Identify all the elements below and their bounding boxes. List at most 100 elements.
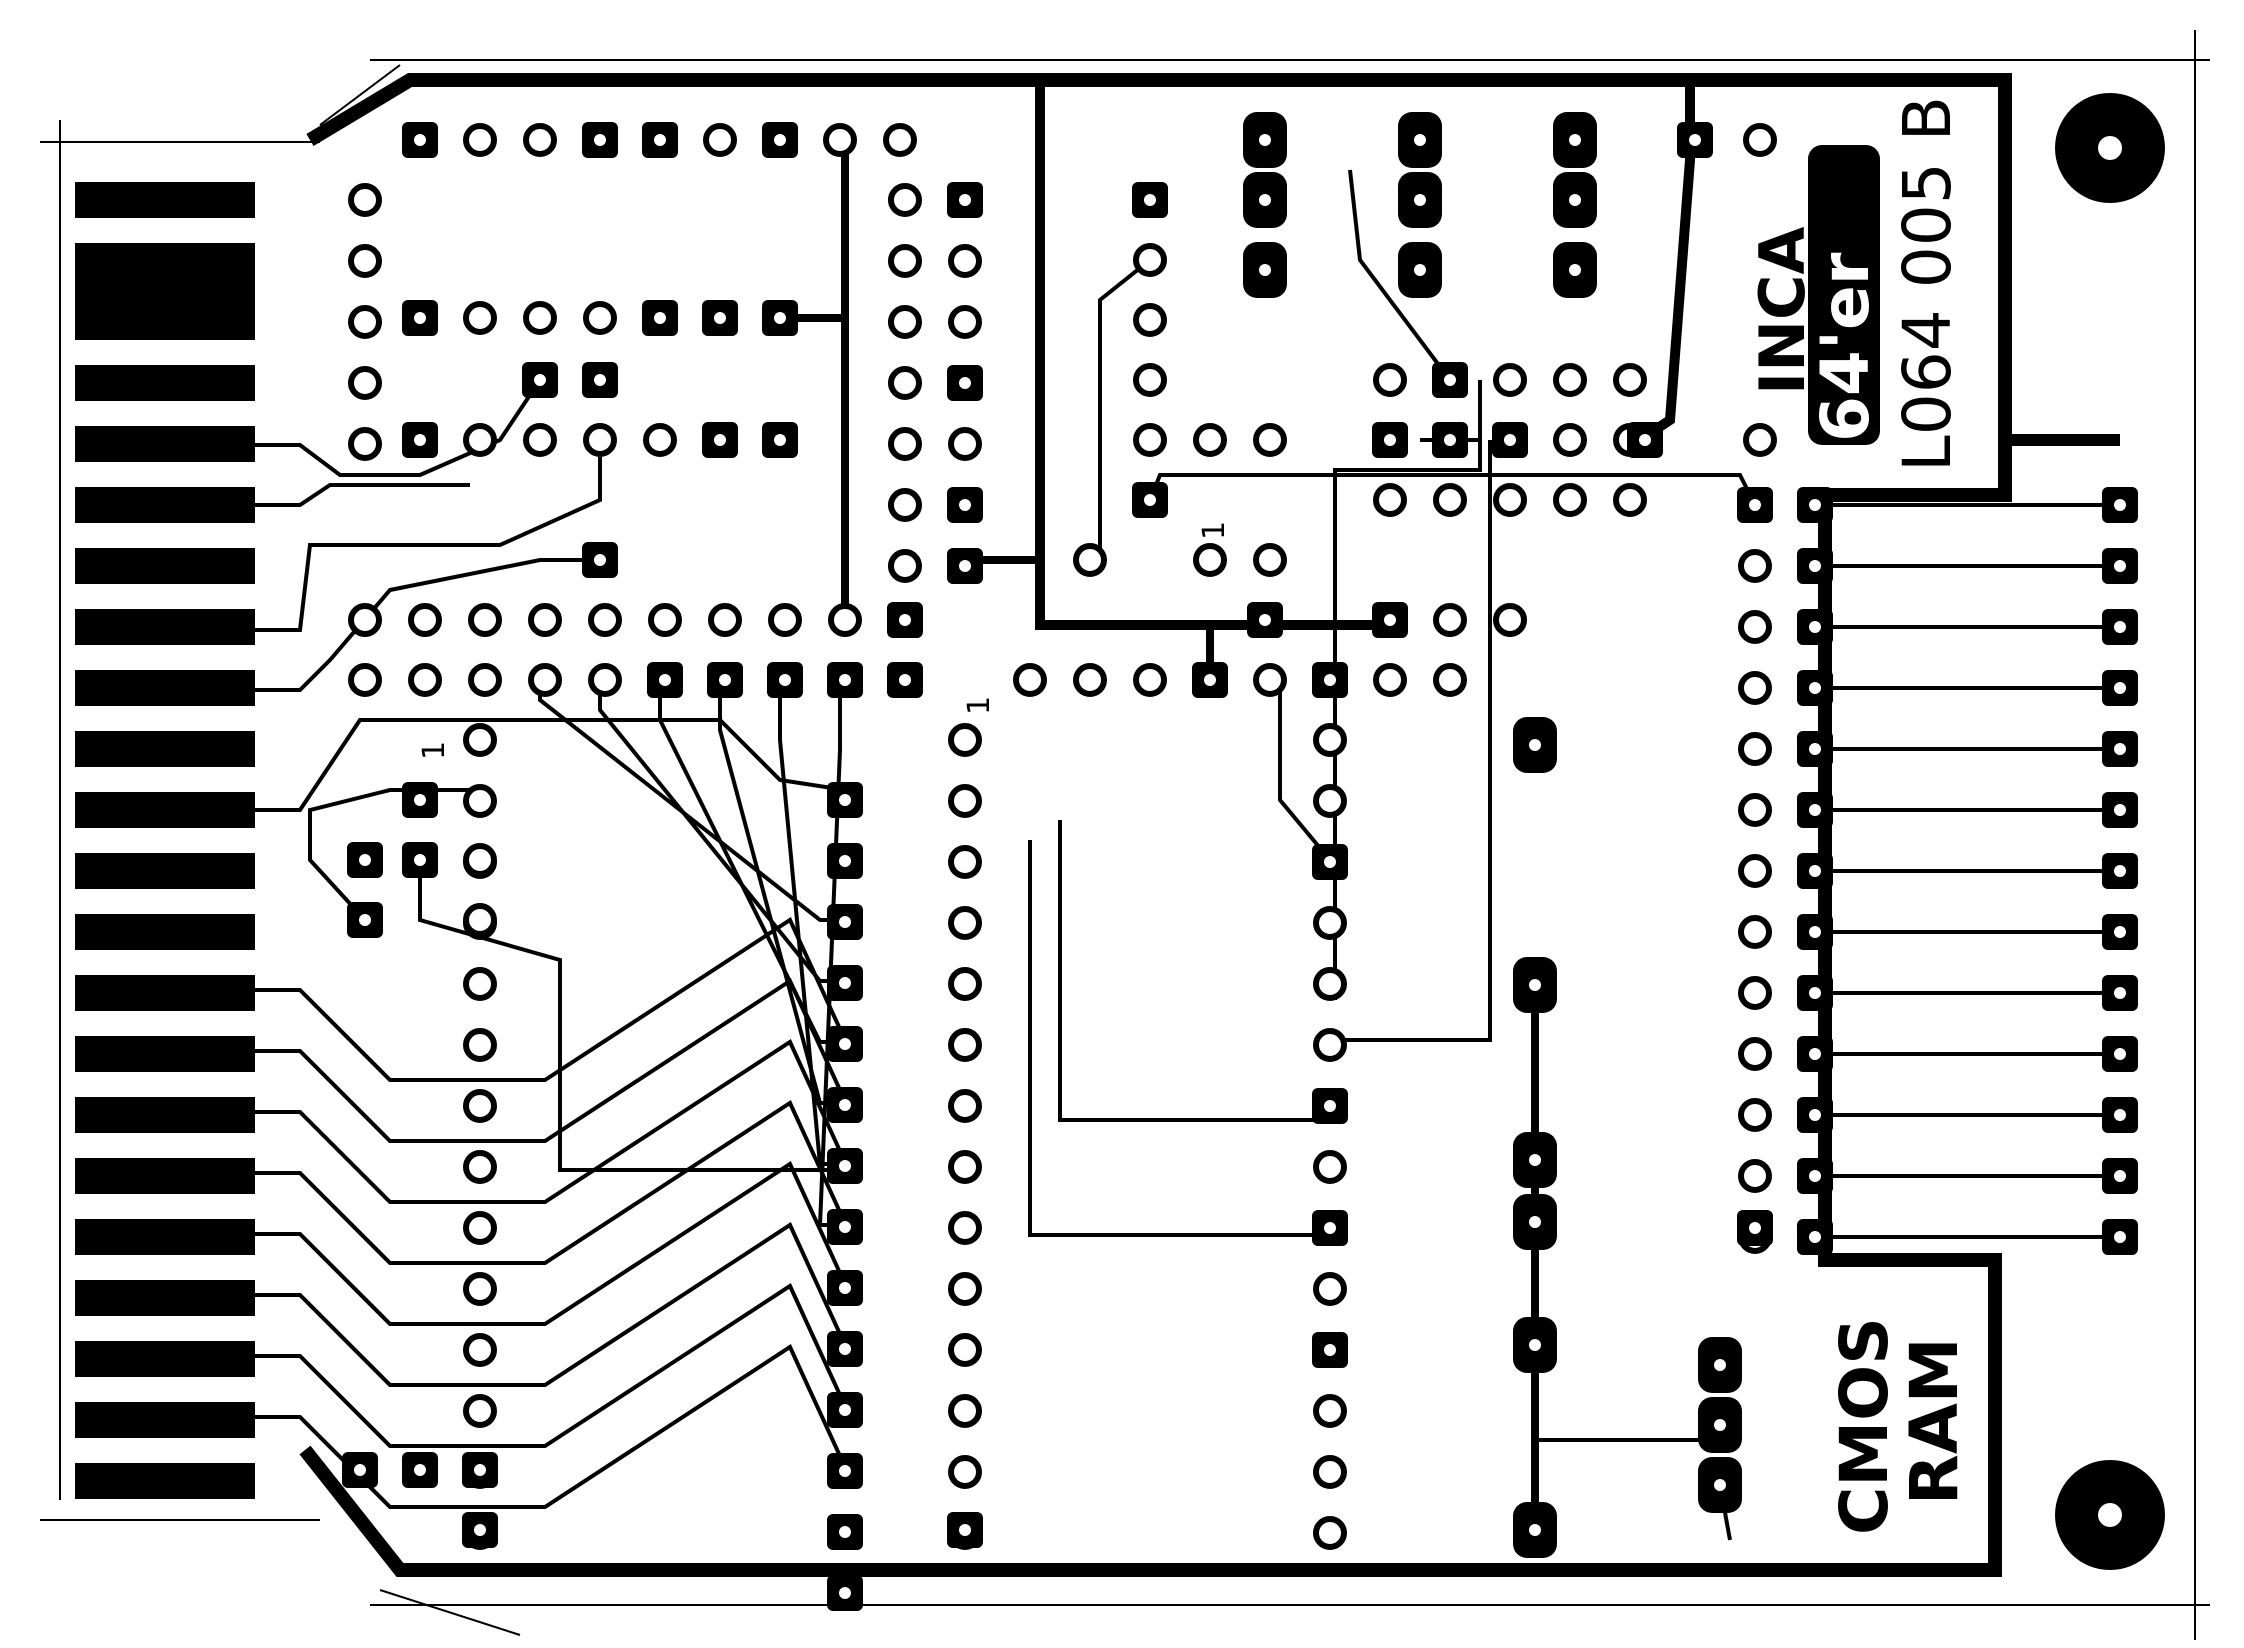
solder-pad-icon <box>1797 609 1833 645</box>
solder-pad-icon <box>2102 1158 2138 1194</box>
solder-pad-icon <box>1372 602 1408 638</box>
trace <box>255 378 542 477</box>
solder-pad-icon <box>1513 957 1557 1013</box>
solder-pad-icon <box>827 904 863 940</box>
solder-pad-icon <box>888 183 922 217</box>
solder-pad-icon <box>888 366 922 400</box>
solder-pad-icon <box>1432 362 1468 398</box>
solder-pad-icon <box>1698 1397 1742 1453</box>
solder-pad-icon <box>1797 914 1833 950</box>
trace <box>1278 680 1332 862</box>
solder-pad-icon <box>1313 1150 1347 1184</box>
solder-pad-icon <box>1312 1210 1348 1246</box>
solder-pad-icon <box>1432 422 1468 458</box>
solder-pad-icon <box>2102 1219 2138 1255</box>
solder-pad-icon <box>402 842 438 878</box>
edge-finger <box>75 182 255 218</box>
trace <box>418 860 845 1172</box>
solder-pad-icon <box>767 662 803 698</box>
solder-pad-icon <box>1253 663 1287 697</box>
solder-pad-icon <box>1133 243 1167 277</box>
edge-finger <box>75 1341 255 1377</box>
solder-pad-icon <box>1372 422 1408 458</box>
solder-pad-icon <box>1797 1219 1833 1255</box>
solder-pad-icon <box>827 1087 863 1123</box>
solder-pad-icon <box>948 305 982 339</box>
solder-pad-icon <box>883 123 917 157</box>
solder-pad-icon <box>523 423 557 457</box>
solder-pad-icon <box>827 1270 863 1306</box>
chip-label-cmos: CMOS <box>1826 1317 1903 1535</box>
solder-pad-icon <box>643 423 677 457</box>
solder-pad-icon <box>827 1514 863 1550</box>
solder-pad-icon <box>948 1272 982 1306</box>
edge-finger <box>75 426 255 462</box>
solder-pad-icon <box>2102 731 2138 767</box>
solder-pad-icon <box>1073 543 1107 577</box>
edge-finger-ground <box>75 245 255 335</box>
solder-pad-icon <box>1313 1272 1347 1306</box>
solder-pad-icon <box>947 1512 983 1548</box>
solder-pad-icon <box>948 784 982 818</box>
edge-connector <box>75 182 255 1499</box>
solder-pad-icon <box>708 603 742 637</box>
manufacturer-label: INCA <box>1746 226 1819 395</box>
solder-pad-icon <box>947 182 983 218</box>
solder-pad-icon <box>1797 731 1833 767</box>
solder-pad-icon <box>947 548 983 584</box>
solder-pad-icon <box>1313 906 1347 940</box>
solder-pad-icon <box>702 422 738 458</box>
solder-pad-icon <box>948 1150 982 1184</box>
solder-pad-icon <box>1313 1455 1347 1489</box>
solder-pad-icon <box>1133 423 1167 457</box>
solder-pad-icon <box>462 1512 498 1548</box>
solder-pad-icon <box>348 244 382 278</box>
solder-pad-icon <box>1797 975 1833 1011</box>
solder-pad-icon <box>1493 363 1527 397</box>
solder-pad-icon <box>2102 853 2138 889</box>
solder-pad-icon <box>1553 483 1587 517</box>
trace <box>255 1344 847 1509</box>
solder-pad-icon <box>1737 1210 1773 1246</box>
solder-pad-icon <box>348 366 382 400</box>
solder-pad-icon <box>827 843 863 879</box>
edge-finger <box>75 1280 255 1316</box>
trace <box>817 680 845 1227</box>
solder-pad-icon <box>1133 303 1167 337</box>
solder-pad-icon <box>827 1575 863 1611</box>
solder-pad-icon <box>1513 1194 1557 1250</box>
solder-pad-icon <box>702 300 738 336</box>
solder-pad-icon <box>1513 1502 1557 1558</box>
solder-pad-icon <box>1698 1337 1742 1393</box>
solder-pad-icon <box>1433 663 1467 697</box>
solder-pad-icon <box>462 1452 498 1488</box>
solder-pad-icon <box>707 662 743 698</box>
solder-pad-icon <box>887 602 923 638</box>
solder-pad-icon <box>2102 1036 2138 1072</box>
solder-pad-icon <box>1312 1088 1348 1124</box>
solder-pad-icon <box>948 1333 982 1367</box>
solder-pad-icon <box>463 967 497 1001</box>
solder-pad-icon <box>402 782 438 818</box>
solder-pad-icon <box>827 1453 863 1489</box>
pin1-marker: 1 <box>417 740 452 760</box>
solder-pad-icon <box>402 1452 438 1488</box>
solder-pad-icon <box>2102 670 2138 706</box>
edge-finger <box>75 1463 255 1499</box>
solder-pad-icon <box>1738 549 1772 583</box>
solder-pad-icon <box>463 1028 497 1062</box>
trace <box>255 1222 847 1387</box>
solder-pad-icon <box>768 603 802 637</box>
solder-pad-icon <box>948 723 982 757</box>
logo-64er: 64'er <box>1807 145 1884 445</box>
trace <box>1058 820 1330 1122</box>
solder-pad-icon <box>1737 487 1773 523</box>
solder-pad-icon <box>408 663 442 697</box>
solder-pad-icon <box>463 1333 497 1367</box>
solder-pad-icon <box>2102 792 2138 828</box>
solder-pad-icon <box>463 423 497 457</box>
solder-pad-icon <box>948 1211 982 1245</box>
solder-pad-icon <box>948 1028 982 1062</box>
solder-pad-icon <box>1132 182 1168 218</box>
